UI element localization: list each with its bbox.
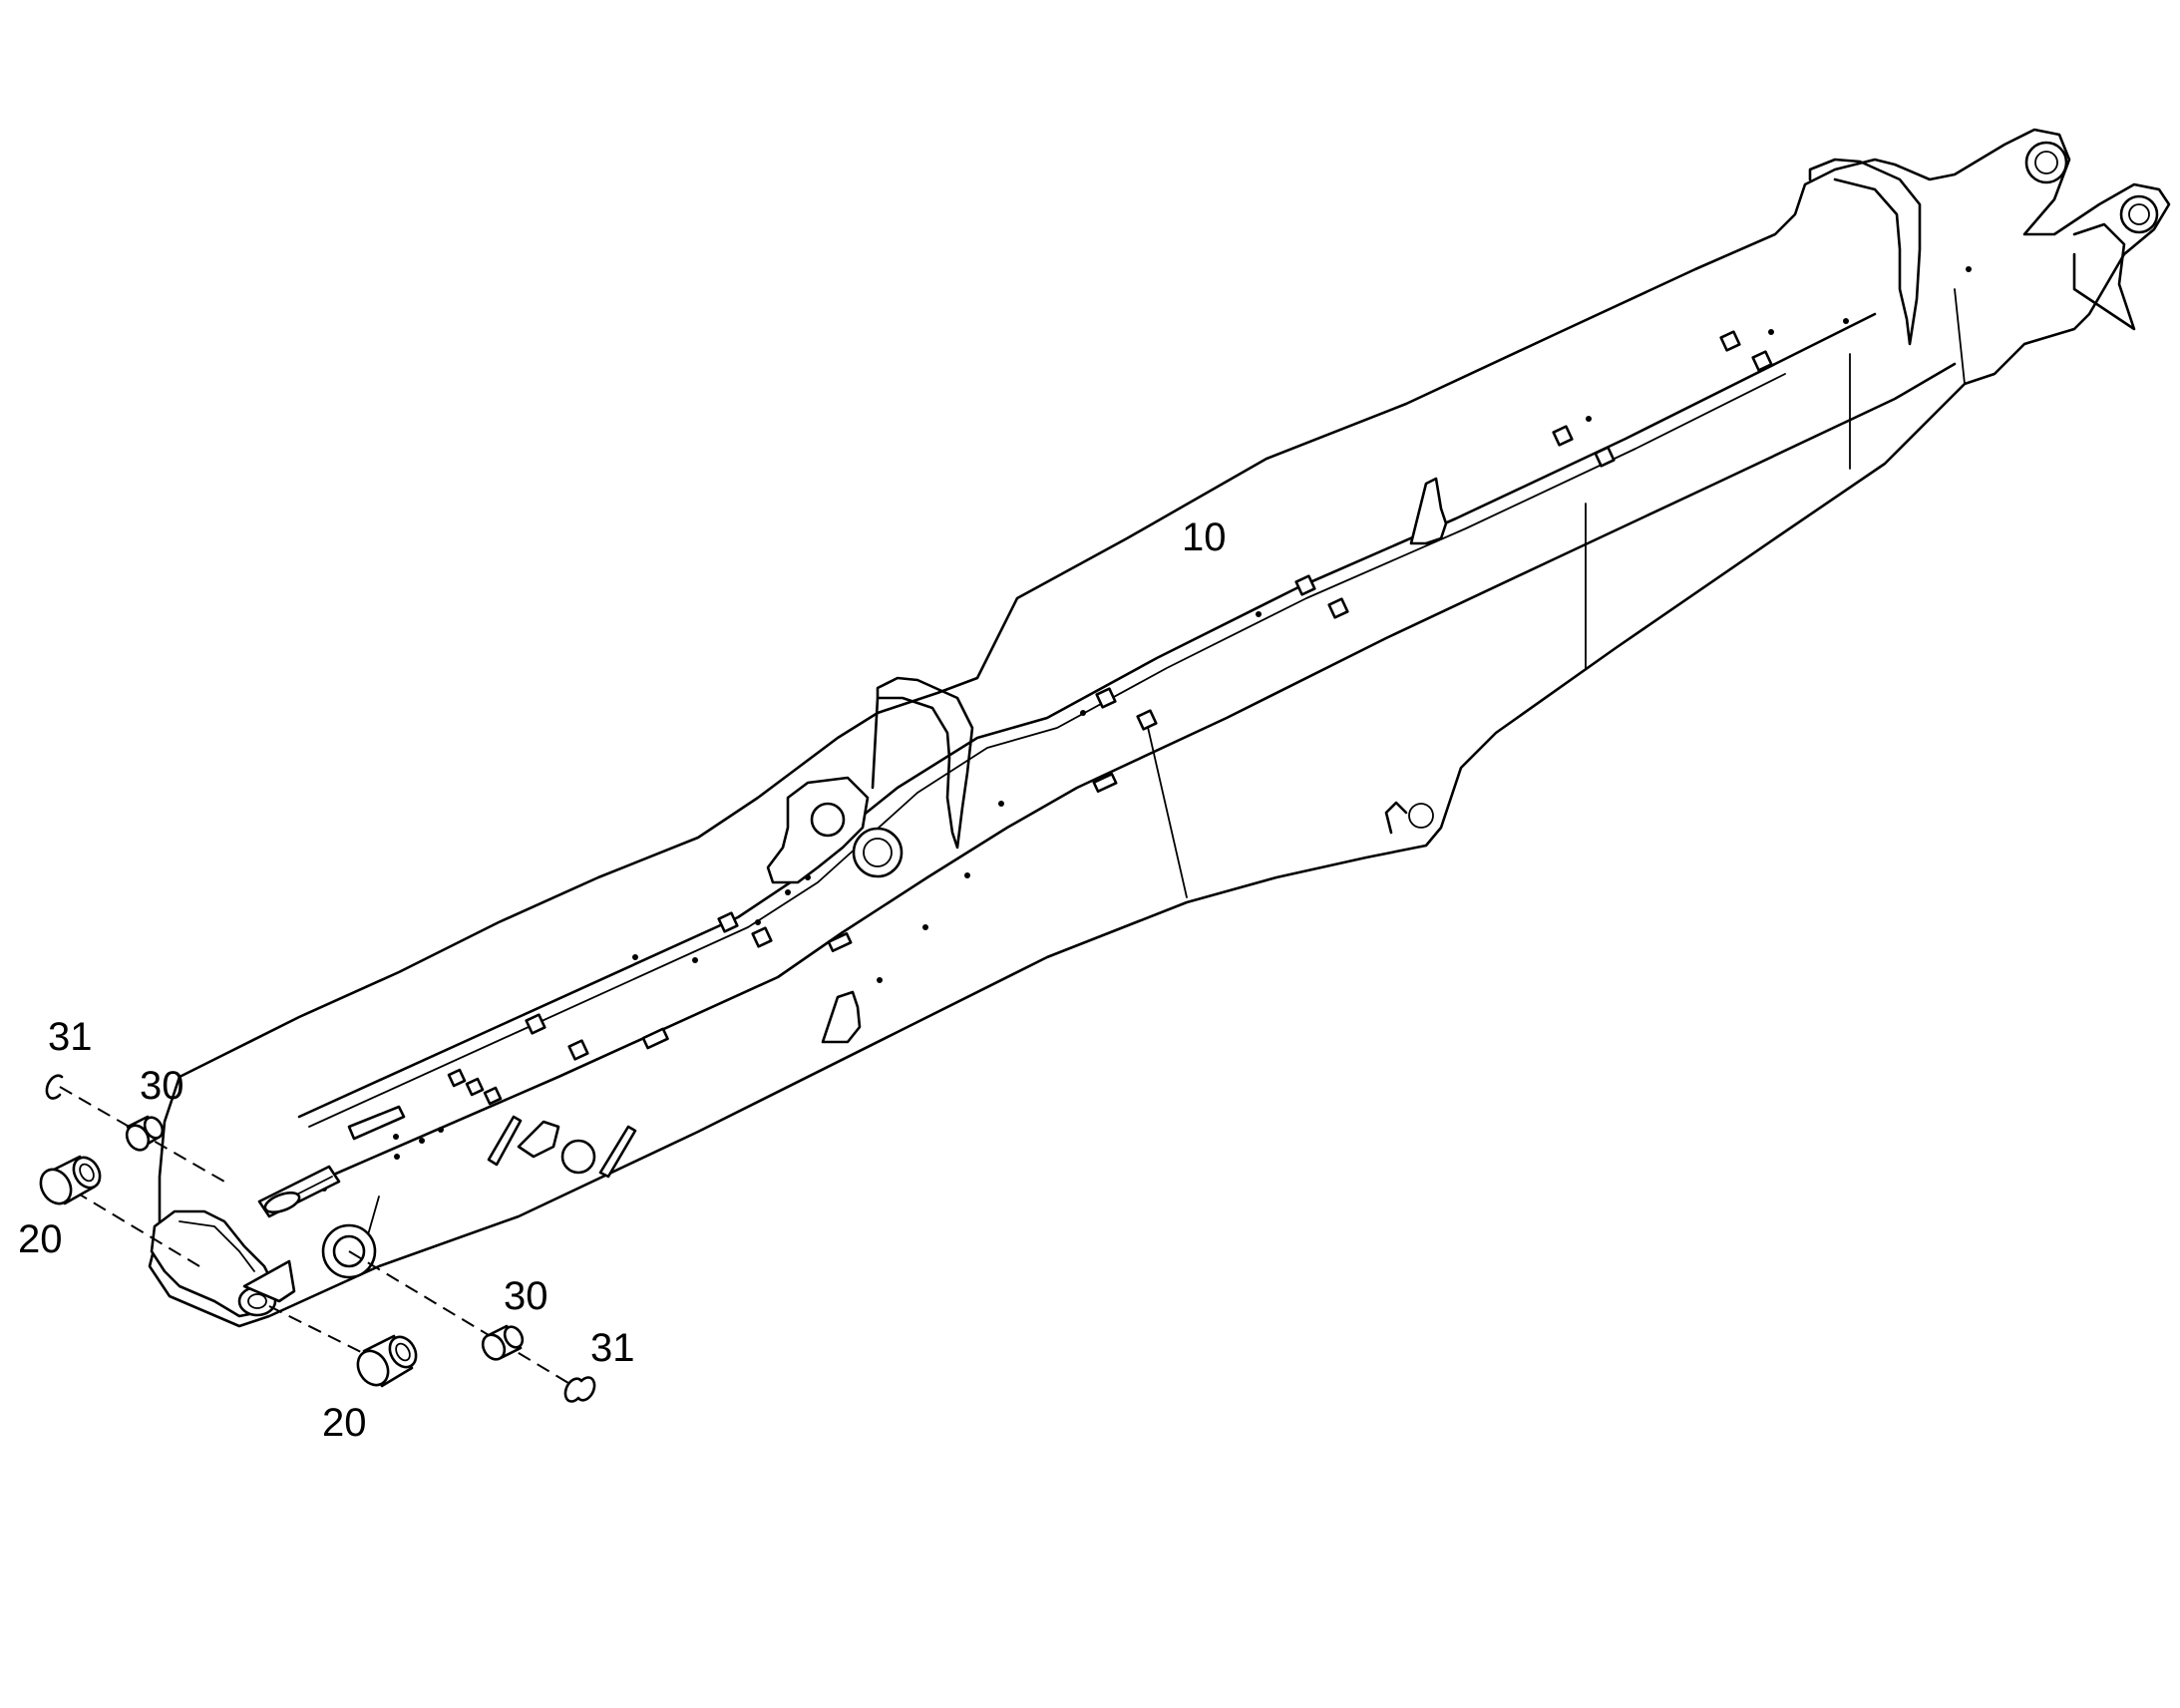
bolt bbox=[785, 889, 791, 895]
pad bbox=[827, 931, 853, 953]
pad bbox=[447, 1068, 467, 1088]
bracket-eye-2-inner bbox=[863, 838, 893, 867]
boom-web-line-1 bbox=[1146, 722, 1188, 898]
diagonal-bar-2 bbox=[598, 1125, 637, 1179]
pad bbox=[1552, 425, 1574, 447]
callout-bushing-left: 20 bbox=[18, 1217, 63, 1261]
right-lug-eye-lower-inner bbox=[2128, 203, 2150, 225]
pin-left bbox=[125, 1115, 165, 1152]
pad bbox=[1092, 772, 1118, 794]
bushing-left bbox=[39, 1155, 102, 1205]
callout-bushing-bottom: 20 bbox=[322, 1401, 367, 1445]
bushing-end-bore bbox=[395, 1342, 411, 1362]
bolt bbox=[1080, 710, 1086, 716]
callout-boom: 10 bbox=[1182, 515, 1227, 559]
bolt bbox=[1256, 611, 1262, 617]
bracket-eye bbox=[810, 802, 846, 838]
callout-pin-right: 30 bbox=[504, 1274, 548, 1318]
pad bbox=[751, 926, 773, 948]
pad bbox=[641, 1027, 669, 1050]
front-bracket bbox=[242, 1259, 296, 1303]
bracket-eye-2 bbox=[852, 827, 904, 878]
bolt bbox=[998, 801, 1004, 807]
handle-loop-left bbox=[871, 676, 974, 850]
callout-ring-left: 31 bbox=[48, 1015, 93, 1059]
bolt bbox=[1768, 329, 1774, 335]
side-plate bbox=[347, 1105, 406, 1141]
bolt bbox=[1843, 318, 1849, 324]
bolt bbox=[805, 874, 811, 880]
retaining-ring-right bbox=[563, 1376, 596, 1403]
bolt bbox=[419, 1138, 425, 1144]
bolt bbox=[877, 977, 883, 983]
center-fin bbox=[1409, 477, 1448, 545]
diagonal-bar-1 bbox=[487, 1115, 523, 1167]
pin-right bbox=[481, 1324, 525, 1361]
retaining-ring-left bbox=[45, 1074, 64, 1100]
oval-plate bbox=[263, 1191, 301, 1214]
pad bbox=[525, 1013, 546, 1035]
bushing-face bbox=[39, 1168, 73, 1205]
bolt bbox=[922, 924, 928, 930]
bushing-end-bore bbox=[79, 1163, 95, 1183]
pad bbox=[1719, 330, 1741, 352]
right-lug-eye-upper-inner bbox=[2034, 151, 2058, 174]
round-cover bbox=[560, 1139, 596, 1175]
pad bbox=[465, 1077, 485, 1097]
pin-face bbox=[481, 1333, 507, 1361]
pad bbox=[1751, 350, 1773, 372]
callouts: 10 31 30 20 30 31 20 bbox=[18, 515, 1227, 1445]
pad bbox=[483, 1086, 503, 1106]
callout-ring-right: 31 bbox=[590, 1326, 635, 1370]
boom-top-edge-inner bbox=[308, 373, 1786, 1128]
exploded-hardware bbox=[39, 1074, 596, 1403]
bolt bbox=[964, 872, 970, 878]
right-lug-eye-upper bbox=[2024, 141, 2068, 184]
right-bracket-plate bbox=[2072, 222, 2136, 331]
bolt bbox=[394, 1154, 400, 1160]
bolt bbox=[1966, 266, 1972, 272]
pin-end bbox=[503, 1325, 525, 1349]
bolt bbox=[632, 954, 638, 960]
pad bbox=[1136, 709, 1158, 731]
bolt bbox=[393, 1134, 399, 1140]
mid-fin bbox=[821, 990, 862, 1044]
bushing-end bbox=[72, 1156, 102, 1190]
callout-pin-left: 30 bbox=[140, 1064, 184, 1108]
front-pin-bore-inner bbox=[247, 1293, 267, 1309]
lower-lug bbox=[1384, 801, 1408, 835]
pad bbox=[1294, 574, 1316, 596]
boom-web-line-4 bbox=[1954, 288, 1966, 385]
pad bbox=[717, 911, 739, 933]
axis-line-left-bushing bbox=[74, 1191, 200, 1267]
bolt bbox=[1586, 416, 1592, 422]
boom-top-edge bbox=[327, 362, 1957, 1179]
lower-lug-eye bbox=[1408, 803, 1434, 829]
pad bbox=[1095, 687, 1117, 709]
bushing-face bbox=[356, 1349, 390, 1387]
oval-cover bbox=[517, 1120, 560, 1159]
boom-assembly bbox=[148, 128, 2171, 1328]
pad bbox=[567, 1039, 589, 1061]
bolt bbox=[755, 919, 761, 925]
boom-body bbox=[148, 128, 2171, 1328]
pad bbox=[1327, 597, 1349, 619]
mounting-pads bbox=[447, 330, 1773, 1106]
right-lug-eye-lower bbox=[2119, 194, 2159, 234]
bolt bbox=[692, 957, 698, 963]
pin-end bbox=[143, 1116, 165, 1140]
pad bbox=[1594, 446, 1616, 468]
bushing-end bbox=[388, 1335, 418, 1369]
bolt bbox=[438, 1127, 444, 1133]
bushing-lower bbox=[356, 1334, 418, 1388]
front-nose-inner bbox=[179, 1220, 255, 1272]
handle-loop-right bbox=[1808, 158, 1922, 346]
